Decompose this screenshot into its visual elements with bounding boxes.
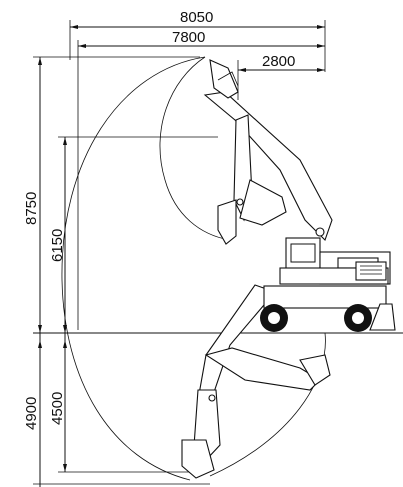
working-range-envelope [61, 56, 326, 481]
max-reach-label: 8050 [180, 9, 213, 26]
left-dimensions: 8750 6150 4900 4500 [23, 56, 403, 487]
lower-boom-assembly [181, 284, 331, 479]
max-dumping-height-label: 6150 [49, 229, 66, 262]
top-dimensions: 8050 7800 2800 [69, 9, 326, 330]
max-digging-depth-label: 4900 [23, 397, 40, 430]
machine-body [263, 237, 396, 331]
wheels [260, 304, 372, 332]
max-reach-ground-label: 7800 [172, 29, 205, 46]
max-cutting-height-label: 8750 [23, 192, 40, 225]
min-swing-radius-label: 2800 [262, 53, 295, 70]
max-vertical-wall-depth-label: 4500 [49, 392, 66, 425]
upper-boom-assembly [203, 59, 333, 245]
